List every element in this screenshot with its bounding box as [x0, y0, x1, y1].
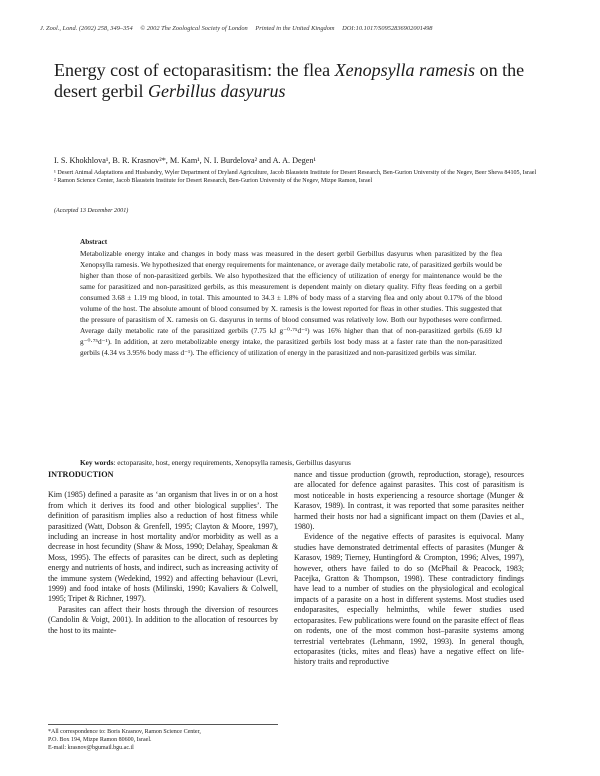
affiliations: ¹ Desert Animal Adaptations and Husbandr…	[54, 169, 554, 185]
intro-paragraph-1: Kim (1985) defined a parasite as ‘an org…	[48, 490, 278, 604]
affiliation-1: ¹ Desert Animal Adaptations and Husbandr…	[54, 170, 537, 176]
abstract-text: Metabolizable energy intake and changes …	[80, 249, 502, 357]
abstract-heading: Abstract	[80, 237, 108, 246]
affiliation-2: ² Ramon Science Center, Jacob Blaustein …	[54, 178, 373, 185]
correspondence-footnote: *All correspondence to: Boris Krasnov, R…	[48, 724, 278, 752]
author-list: I. S. Khokhlova¹, B. R. Krasnov²*, M. Ka…	[54, 156, 316, 165]
title-part2: on the desert gerbil	[54, 60, 525, 101]
correspondence-email: E-mail: krasnov@bgumail.bgu.ac.il	[48, 744, 134, 751]
keywords-label: Key words	[80, 458, 114, 467]
intro-paragraph-4: Evidence of the negative effects of para…	[294, 532, 524, 667]
keywords: Key words: ectoparasite, host, energy re…	[80, 458, 502, 468]
left-column: INTRODUCTION Kim (1985) defined a parasi…	[48, 470, 278, 636]
abstract: Abstract Metabolizable energy intake and…	[80, 236, 502, 358]
title-part1: Energy cost of ectoparasitism: the flea	[54, 60, 335, 80]
title-species2: Gerbillus dasyurus	[147, 81, 286, 101]
doi-line: DOI:10.1017/S0952836902001498	[342, 25, 433, 32]
correspondence-line-2: P.O. Box 194, Mizpe Ramon 80600, Israel.	[48, 736, 152, 743]
accepted-date: (Accepted 13 December 2001)	[54, 208, 129, 214]
running-head: J. Zool., Lond. (2002) 258, 349–354 © 20…	[40, 25, 560, 32]
introduction-heading: INTRODUCTION	[48, 470, 114, 479]
keywords-text: : ectoparasite, host, energy requirement…	[113, 458, 351, 467]
intro-paragraph-2: Parasites can affect their hosts through…	[48, 604, 278, 635]
intro-paragraph-3: nance and tissue production (growth, rep…	[294, 470, 524, 532]
article-title: Energy cost of ectoparasitism: the flea …	[54, 60, 554, 102]
printed-line: Printed in the United Kingdom	[255, 25, 335, 32]
right-column: nance and tissue production (growth, rep…	[294, 470, 524, 668]
correspondence-line-1: *All correspondence to: Boris Krasnov, R…	[48, 729, 201, 735]
journal-citation: J. Zool., Lond. (2002) 258, 349–354	[40, 25, 133, 32]
title-species1: Xenopsylla ramesis	[334, 60, 476, 80]
copyright-line: © 2002 The Zoological Society of London	[140, 25, 248, 32]
